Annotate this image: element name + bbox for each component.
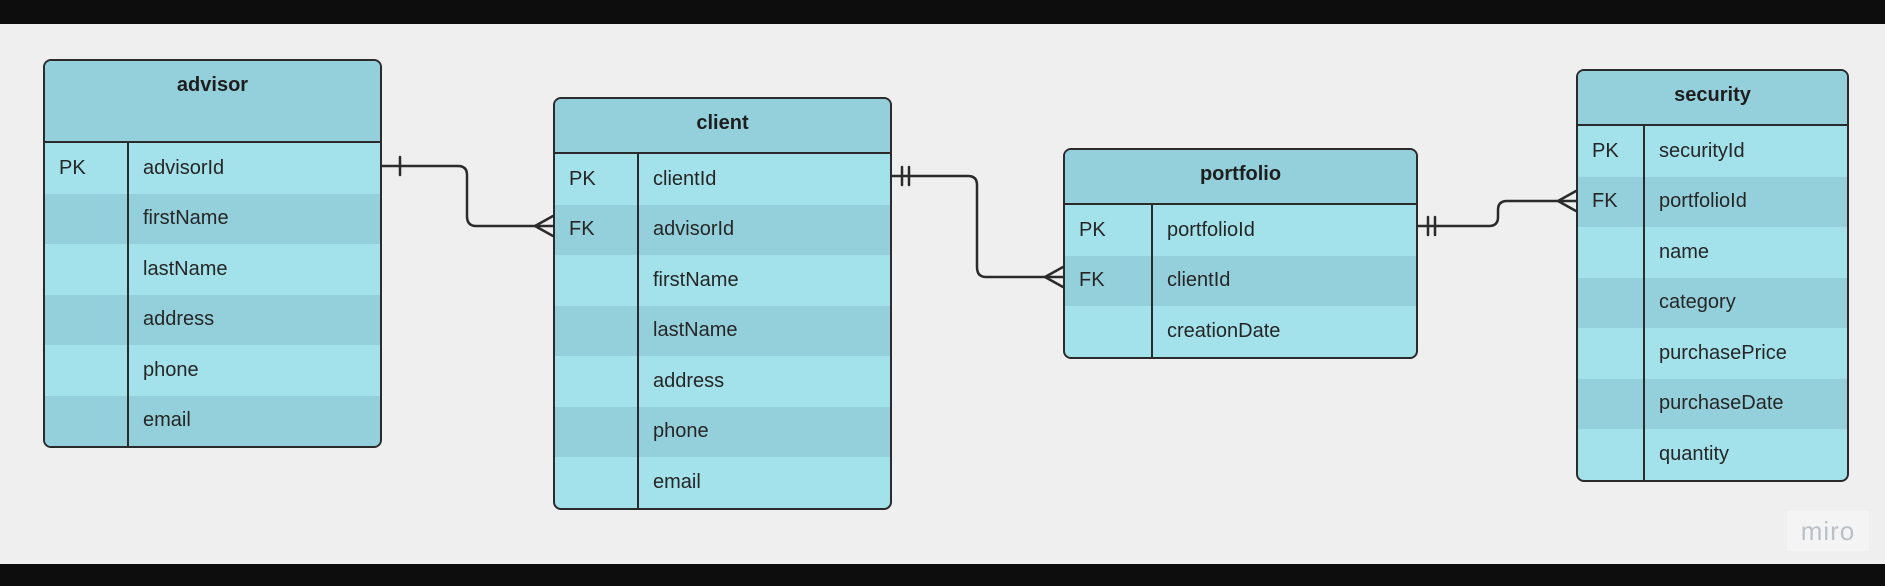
miro-watermark: miro [1787,511,1869,551]
diagram-canvas: advisor PK advisorId firstName lastName … [0,24,1885,564]
field-name: portfolioId [1167,218,1255,241]
field-row[interactable]: purchasePrice [1578,328,1847,379]
field-row[interactable]: FK portfolioId [1578,176,1847,227]
field-row[interactable]: name [1578,227,1847,278]
entity-title: portfolio [1065,150,1416,205]
crowfoot-many-mark [1043,265,1065,289]
entity-fields: PK portfolioId FK clientId creationDate [1065,205,1416,357]
entity-advisor[interactable]: advisor PK advisorId firstName lastName … [43,59,382,448]
field-row[interactable]: PK securityId [1578,126,1847,177]
relationship-client-portfolio[interactable] [890,165,1065,289]
field-name: clientId [1167,269,1231,292]
key-label: FK [1592,190,1618,213]
field-row[interactable]: creationDate [1065,306,1416,357]
field-row[interactable]: quantity [1578,429,1847,480]
field-row[interactable]: firstName [555,255,890,306]
entity-client[interactable]: client PK clientId FK advisorId firstNam… [553,97,892,510]
field-row[interactable]: FK advisorId [555,204,890,255]
field-row[interactable]: FK clientId [1065,255,1416,306]
relationship-connectors [380,155,1578,289]
field-name: portfolioId [1659,190,1747,213]
column-divider [1643,126,1645,480]
field-name: email [653,470,701,493]
key-label: PK [1592,139,1619,162]
field-name: address [143,308,215,331]
field-row[interactable]: PK portfolioId [1065,205,1416,256]
entity-title: security [1578,71,1847,126]
crowfoot-many-mark [1556,189,1578,213]
field-name: purchaseDate [1659,392,1784,415]
field-row[interactable]: address [45,294,380,345]
entity-fields: PK clientId FK advisorId firstName lastN… [555,154,890,508]
entity-fields: PK advisorId firstName lastName address … [45,143,380,446]
field-name: phone [143,358,199,381]
field-name: category [1659,291,1736,314]
entity-portfolio[interactable]: portfolio PK portfolioId FK clientId cre… [1063,148,1418,359]
field-row[interactable]: address [555,356,890,407]
entity-security[interactable]: security PK securityId FK portfolioId na… [1576,69,1849,482]
field-row[interactable]: category [1578,277,1847,328]
relationship-advisor-client[interactable] [380,155,555,238]
field-name: firstName [143,207,229,230]
entity-title: client [555,99,890,154]
field-name: lastName [653,319,738,342]
field-name: purchasePrice [1659,341,1787,364]
key-label: PK [59,156,86,179]
field-row[interactable]: PK clientId [555,154,890,205]
key-label: FK [569,218,595,241]
crowfoot-many-mark [533,214,555,238]
key-label: PK [1079,218,1106,241]
field-row[interactable]: PK advisorId [45,143,380,194]
field-row[interactable]: phone [45,345,380,396]
field-name: lastName [143,257,228,280]
field-row[interactable]: firstName [45,193,380,244]
entity-title: advisor [45,61,380,143]
field-name: phone [653,420,709,443]
column-divider [637,154,639,508]
key-label: FK [1079,269,1105,292]
field-name: email [143,409,191,432]
field-name: securityId [1659,139,1745,162]
field-row[interactable]: purchaseDate [1578,378,1847,429]
column-divider [1151,205,1153,357]
entity-fields: PK securityId FK portfolioId name catego… [1578,126,1847,480]
field-name: advisorId [653,218,735,241]
relationship-portfolio-security[interactable] [1416,189,1578,237]
key-label: PK [569,167,596,190]
field-row[interactable]: lastName [45,244,380,295]
field-name: name [1659,240,1710,263]
field-name: address [653,369,725,392]
field-row[interactable]: lastName [555,305,890,356]
field-name: quantity [1659,442,1730,465]
field-row[interactable]: email [45,395,380,446]
field-name: clientId [653,167,717,190]
field-row[interactable]: email [555,457,890,508]
field-row[interactable]: phone [555,406,890,457]
field-name: firstName [653,268,739,291]
column-divider [127,143,129,446]
field-name: advisorId [143,156,225,179]
field-name: creationDate [1167,319,1281,342]
